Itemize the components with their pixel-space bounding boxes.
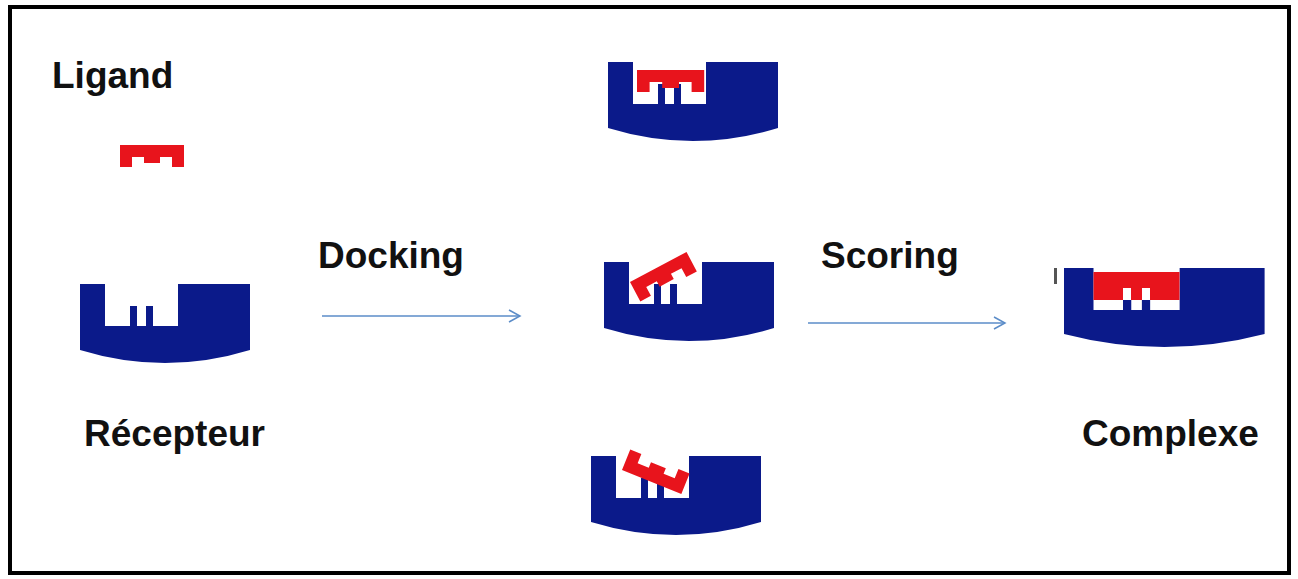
ligand-shape: [120, 145, 184, 167]
complex-label: Complexe: [1082, 414, 1259, 455]
pose-tilted: [604, 252, 774, 341]
scoring-arrow: [808, 322, 1005, 324]
ligand-label: Ligand: [52, 56, 173, 97]
step-label: Scoring: [821, 236, 959, 277]
receptor-shape: [80, 284, 250, 363]
receptor-label: Récepteur: [84, 414, 265, 455]
pose-fitted: [608, 62, 778, 141]
docking-arrow: [322, 315, 520, 317]
pose-flipped: [591, 450, 761, 535]
complex-shape: [1054, 268, 1265, 347]
step-label: Docking: [318, 236, 464, 277]
